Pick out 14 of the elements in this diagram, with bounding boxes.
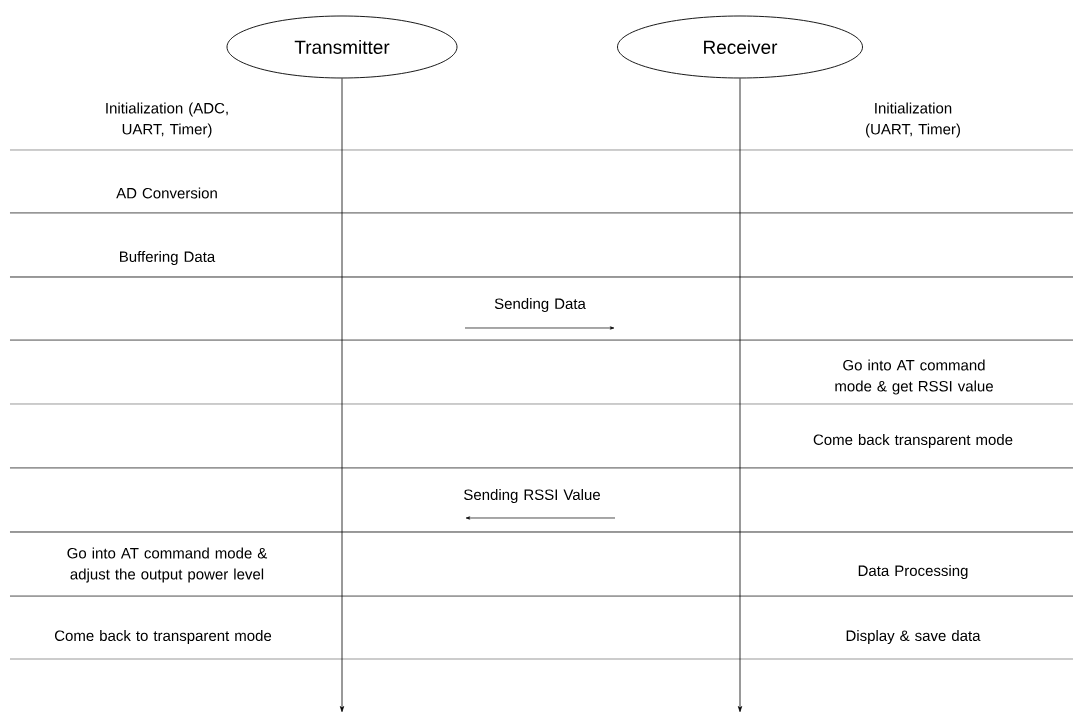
step-label: Initialization (ADC, UART, Timer) (106, 102, 228, 138)
step-label: Come back transparent mode (813, 434, 1013, 448)
step-label: Go into AT command mode & get RSSI value (835, 359, 993, 395)
lifeline-arrow (339, 78, 345, 713)
step-label: Buffering Data (120, 251, 216, 265)
step-label: AD Conversion (116, 187, 217, 199)
step-label: Data Processing (858, 565, 968, 579)
step-label: Initialization (UART, Timer) (866, 102, 960, 138)
step-label: Sending Data (494, 298, 586, 312)
step-label: Display & save data (846, 630, 981, 644)
lifeline-arrow (738, 78, 743, 713)
step-label: Go into AT command mode & adjust the output power level (67, 547, 268, 583)
step-label: Sending RSSI Value (464, 489, 600, 503)
step-label: Come back to transparent mode (54, 630, 272, 644)
